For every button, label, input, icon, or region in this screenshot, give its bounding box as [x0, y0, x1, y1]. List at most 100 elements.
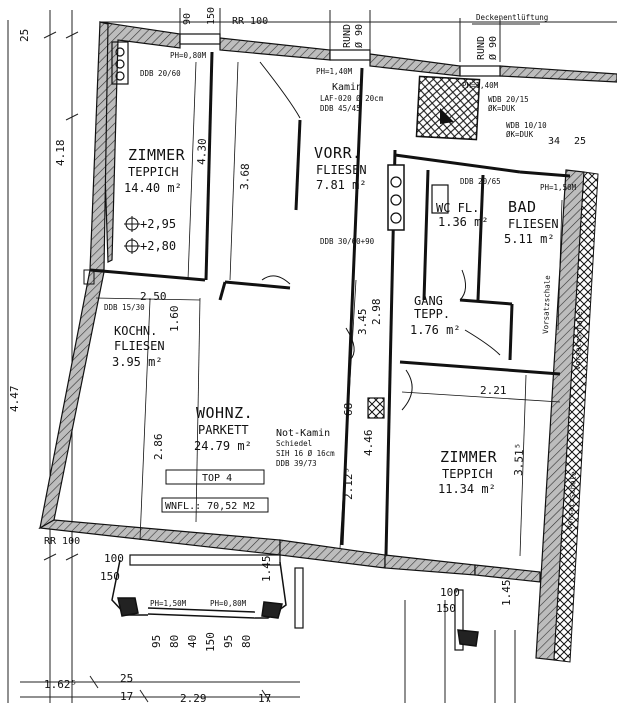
ddb-h: ØK=DUK	[506, 130, 534, 139]
notkamin-block	[367, 397, 385, 419]
dim-17a: 17	[120, 690, 133, 703]
bad-area: 5.11 m²	[504, 232, 555, 246]
zimmer2-floor: TEPPICH	[442, 467, 493, 481]
dim-446: 4.46	[362, 430, 375, 457]
zimmer1-name: ZIMMER	[128, 146, 186, 164]
zimmer-vent	[111, 41, 129, 85]
dim-221: 2.21	[480, 384, 507, 397]
notkamin-title: Not-Kamin	[276, 428, 330, 439]
kamin-triangle	[440, 108, 454, 124]
ddb-d: DDB 30/60+90	[320, 237, 375, 246]
notkamin-l3: DDB 39/73	[276, 459, 317, 468]
vorsatzschale-1: Vorsatzschale	[541, 275, 552, 334]
dim-25b: 25	[120, 672, 133, 685]
wohnz-name: WOHNZ.	[196, 404, 253, 422]
top-box: TOP 4	[202, 473, 232, 484]
rr-top: RR 100	[232, 16, 268, 27]
kamin-block	[415, 75, 481, 141]
ph-c: PH=1,40M	[462, 81, 499, 90]
dim-g30: 34	[548, 136, 560, 147]
vorsatzschale-2: Vorsatzschale	[573, 311, 584, 370]
vorsatzschale-wall	[553, 171, 599, 663]
dim-phi1: Ø 90	[353, 24, 365, 48]
vorr-name: VORR.	[314, 144, 362, 162]
ddb-e: WDB 20/15	[488, 95, 529, 104]
dim-rund2: RUND	[476, 36, 487, 60]
dim-100b: 100	[440, 586, 460, 599]
vorsatzschale-3: Vorsatzschale	[565, 470, 578, 530]
dim-rund1: RUND	[342, 24, 353, 48]
dim-left-447: 4.47	[8, 386, 21, 413]
kamin-l1: LAF-020 Ø 20cm	[320, 94, 384, 103]
zimmer1-floor: TEPPICH	[128, 165, 179, 179]
notkamin-l1: Schiedel	[276, 439, 312, 448]
bottom-dimension-lines	[20, 600, 516, 703]
ddb-f: ØK=DUK	[488, 104, 516, 113]
left-dimension-lines	[7, 10, 79, 703]
ph-f: PH=0,80M	[210, 599, 247, 608]
wohnz-floor: PARKETT	[198, 423, 249, 437]
dim-80a: 80	[168, 635, 181, 648]
wc-name: WC FL.	[436, 201, 479, 215]
kochn-area: 3.95 m²	[112, 355, 163, 369]
kochn-floor: FLIESEN	[114, 339, 165, 353]
dim-top-90: 90	[182, 13, 193, 25]
dim-100a: 100	[104, 552, 124, 565]
dim-212: 2.12⁵	[342, 467, 355, 500]
rr-bottom: RR 100	[44, 536, 80, 547]
wc-area: 1.36 m²	[438, 215, 489, 229]
dim-229: 2.29	[180, 692, 207, 703]
zimmer2-area: 11.34 m²	[438, 482, 496, 496]
notkamin-l2: SIH 16 Ø 16cm	[276, 449, 335, 458]
height-markers	[124, 216, 140, 254]
shaft	[387, 164, 405, 231]
ddb-a: DDB 20/60	[140, 69, 181, 78]
dim-1625: 1.62⁵	[44, 678, 77, 691]
wohnz-area: 24.79 m²	[194, 439, 252, 453]
dim-345: 3.45	[356, 309, 369, 336]
ph-d: PH=1,50M	[540, 183, 577, 192]
dim-top-150: 150	[206, 7, 217, 25]
dim-3515: 3.51⁵	[512, 443, 526, 477]
kamin-title: Kamin	[332, 82, 362, 93]
wc-fixture	[431, 184, 449, 214]
dim-150b: 150	[436, 602, 456, 615]
labels: ZIMMER TEPPICH 14.40 m² VORR. FLIESEN 7.…	[8, 7, 586, 703]
dim-160: 1.60	[168, 306, 181, 333]
zimmer1-area: 14.40 m²	[124, 181, 182, 195]
dim-phi2: Ø 90	[487, 36, 499, 60]
windows	[129, 33, 501, 651]
dim-17b: 17	[258, 692, 271, 703]
kochn-name: KOCHN.	[114, 324, 157, 338]
dim-95a: 95	[150, 635, 163, 648]
kamin-l2: DDB 45/45	[320, 104, 361, 113]
bad-name: BAD	[508, 198, 537, 216]
gang-area: 1.76 m²	[410, 323, 461, 337]
dim-39: 25	[574, 136, 586, 147]
dim-298: 2.98	[370, 299, 383, 326]
dim-430: 4.30	[195, 138, 209, 165]
dim-250: 2.50	[140, 290, 167, 303]
dim-286: 2.86	[152, 434, 165, 461]
height-1: +2,95	[140, 217, 176, 231]
wnfl-box: WNFL.: 70,52 M2	[165, 501, 255, 512]
dim-68: 68	[342, 403, 355, 416]
dim-150c: 150	[204, 632, 217, 652]
zimmer2-name: ZIMMER	[440, 448, 498, 466]
kitchen-vent	[83, 269, 95, 285]
interior-walls	[89, 51, 571, 556]
ph-a: PH=0,80M	[170, 51, 207, 60]
vorr-area: 7.81 m²	[316, 178, 367, 192]
room-dimension-lines	[95, 61, 563, 557]
height-2: +2,80	[140, 239, 176, 253]
ph-b: PH=1,40M	[316, 67, 353, 76]
ddb-b: DDB 15/30	[104, 303, 145, 312]
vorr-floor: FLIESEN	[316, 163, 367, 177]
dim-150a: 150	[100, 570, 120, 583]
ph-e: PH=1,50M	[150, 599, 187, 608]
ddb-g: WDB 10/10	[506, 121, 547, 130]
dim-80b: 80	[240, 635, 253, 648]
ddb-c: DDB 20/65	[460, 177, 501, 186]
dim-40: 40	[186, 635, 199, 648]
